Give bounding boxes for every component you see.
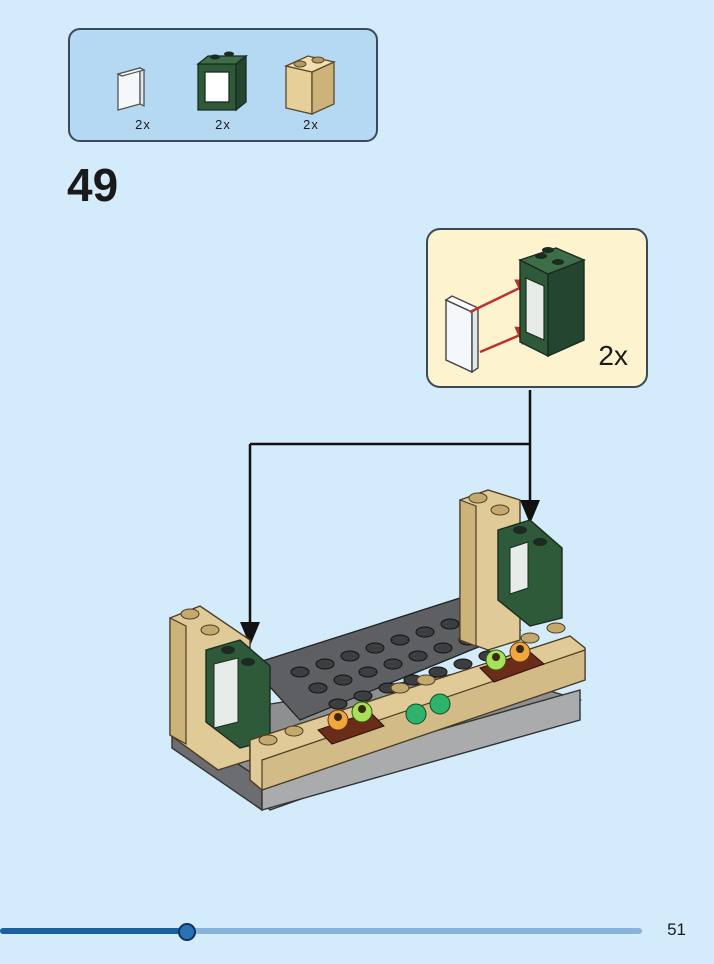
window-frame-icon <box>518 247 586 358</box>
page-number: 51 <box>667 920 686 939</box>
window-glass-icon <box>444 295 480 374</box>
right-wall <box>459 489 563 651</box>
arrow-head-left <box>240 622 260 646</box>
progress-knob <box>178 923 197 941</box>
flower-planter-right <box>479 641 545 683</box>
parts-item-frame: 2x <box>188 42 258 132</box>
subassembly-callout: 2x <box>426 228 648 388</box>
dark-green-window-frame-icon <box>196 51 248 112</box>
parts-item-quantity: 2x <box>135 117 151 132</box>
transparent-window-glass-icon <box>116 66 146 111</box>
parts-item-tan-brick: 2x <box>276 42 346 132</box>
parts-item-quantity: 2x <box>215 117 231 132</box>
arrow-head-right <box>520 500 540 524</box>
progress-fill <box>0 928 187 934</box>
parts-list-box: 2x 2x 2x <box>68 28 378 142</box>
parts-item-glass: 2x <box>108 42 178 132</box>
parts-item-quantity: 2x <box>303 117 319 132</box>
progress-bar <box>0 923 642 941</box>
placement-arrows <box>240 390 540 646</box>
callout-quantity: 2x <box>598 340 628 371</box>
step-number: 49 <box>67 159 119 211</box>
left-wall <box>169 605 271 771</box>
plant-bush <box>405 693 451 725</box>
tan-brick-icon <box>283 55 337 116</box>
front-wall <box>249 622 586 791</box>
flower-planter-left <box>317 701 385 745</box>
subassembly-illustration <box>444 247 586 374</box>
progress-track <box>0 928 642 934</box>
